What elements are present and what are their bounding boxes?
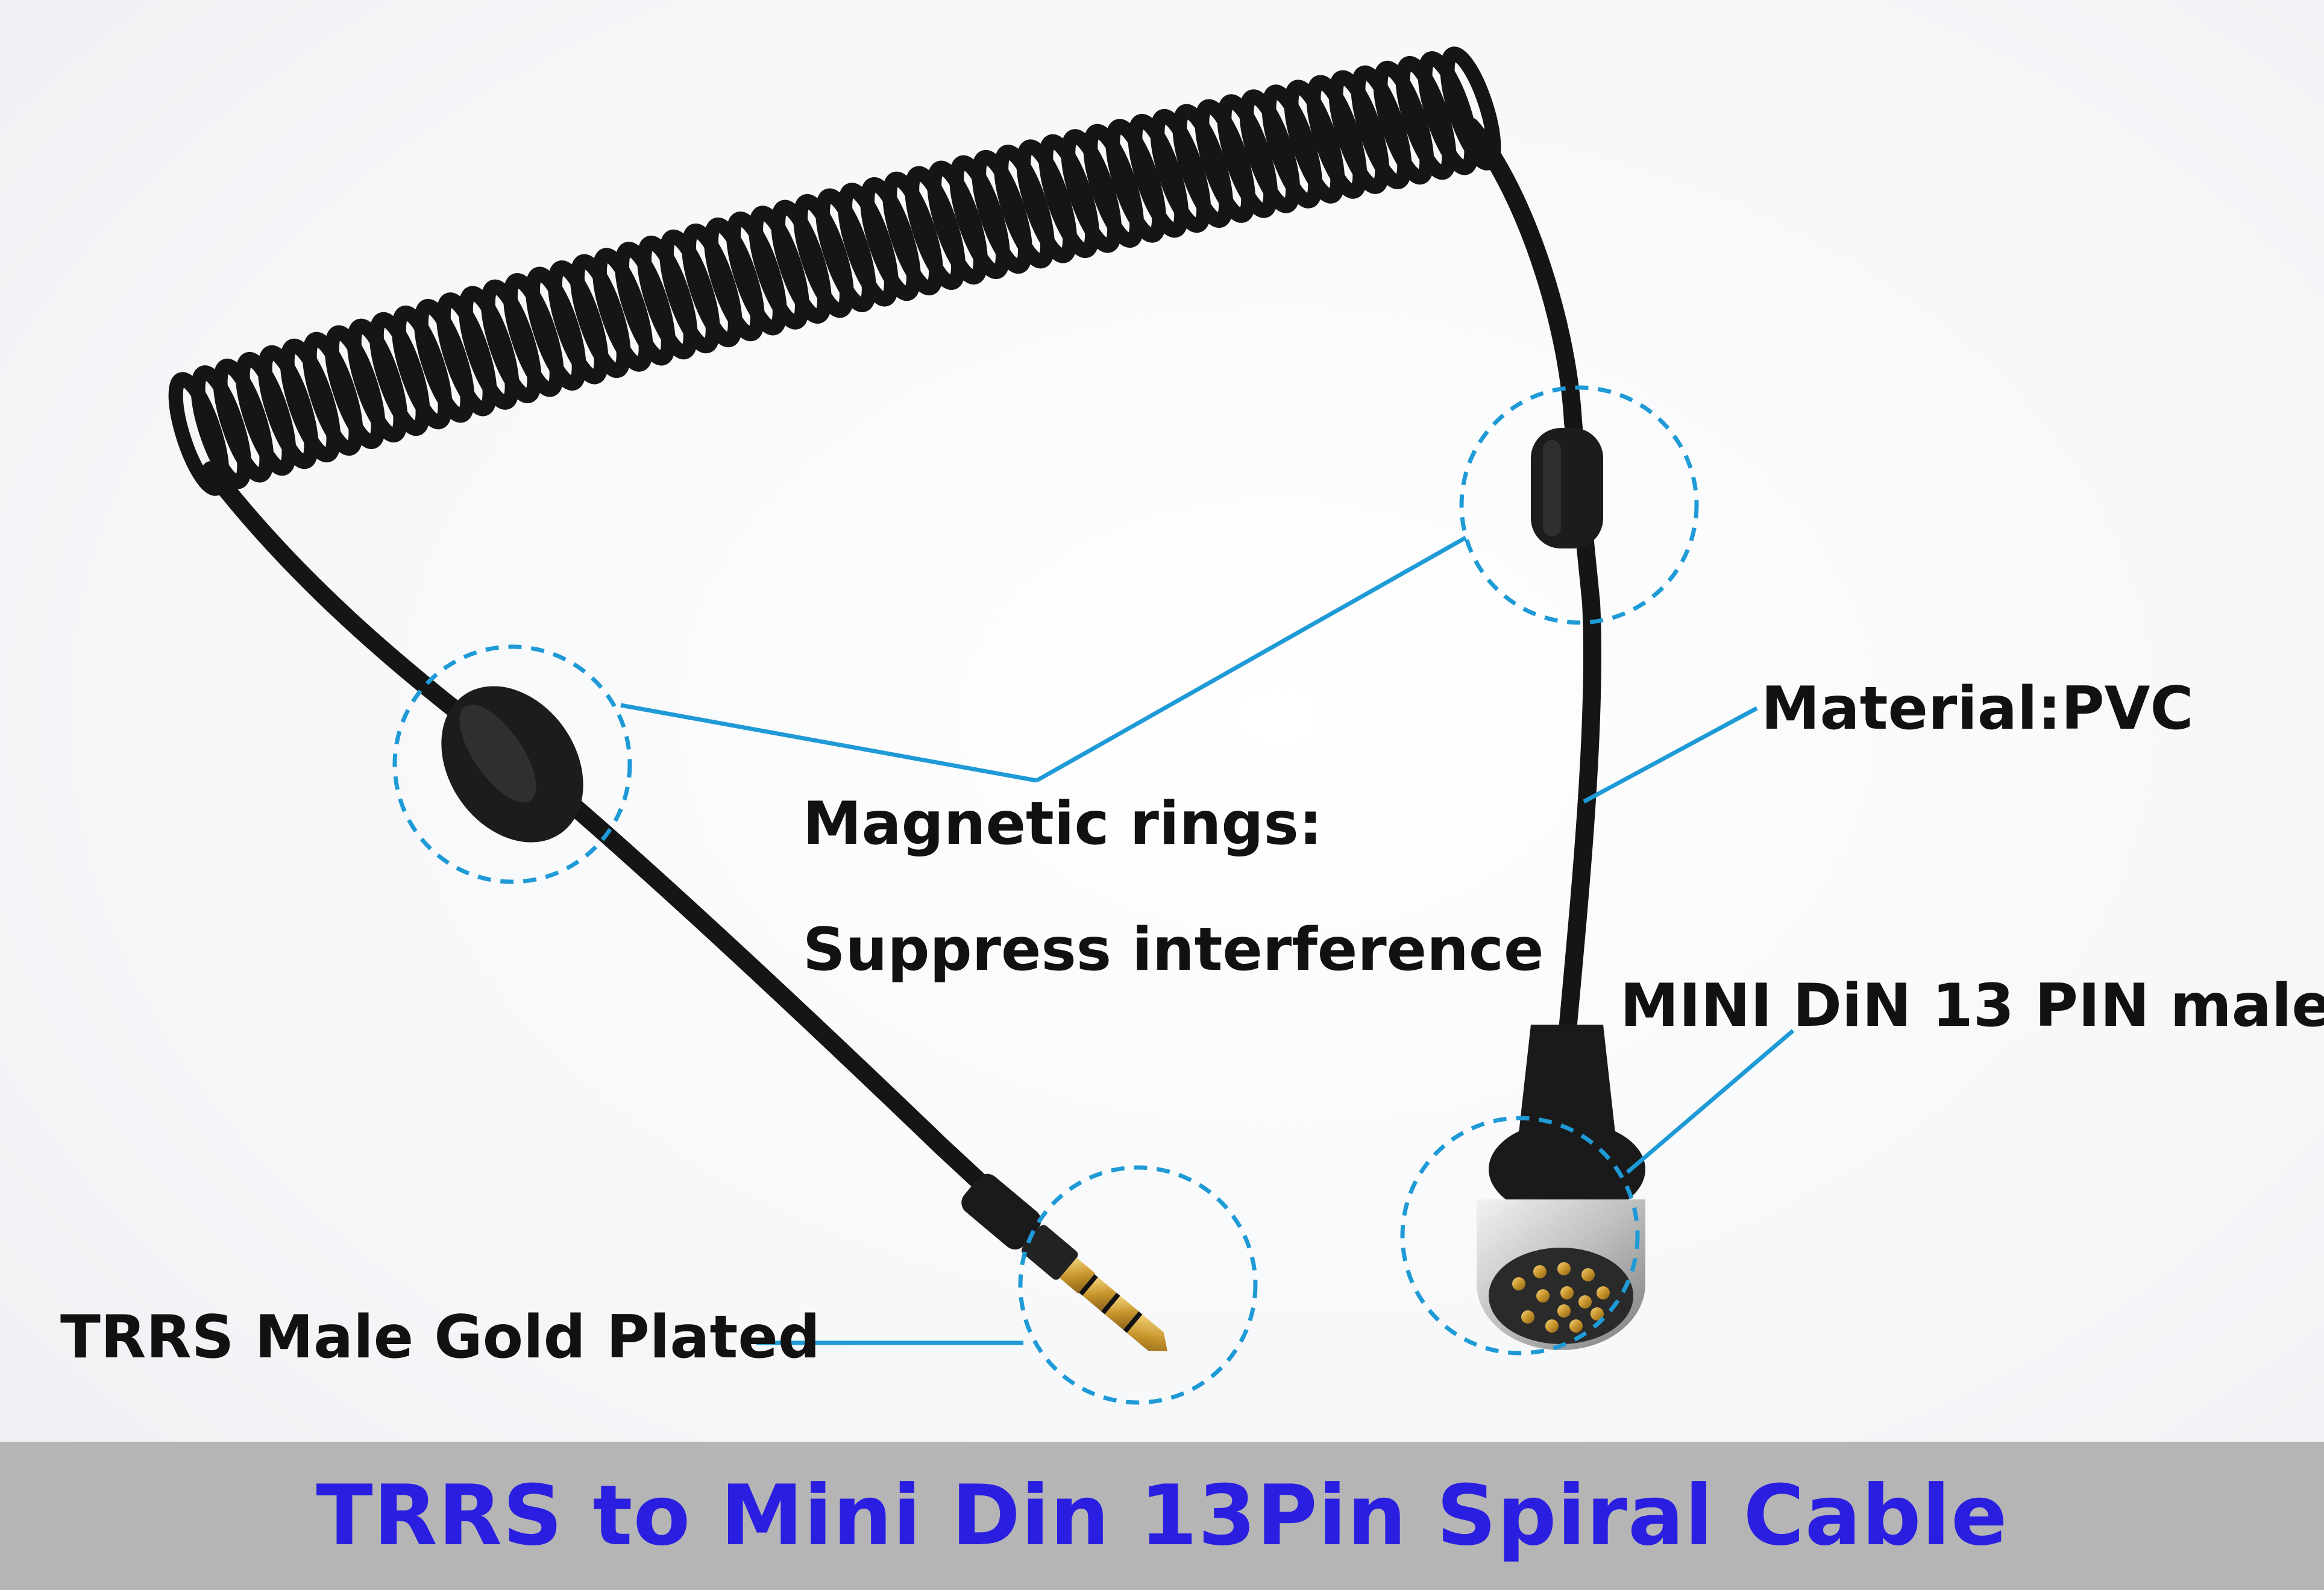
callout-circle-left-ring — [392, 644, 632, 884]
trrs-plug — [961, 1174, 1168, 1351]
suppress-interference-label: Suppress interference — [803, 916, 1544, 984]
footer-band: TRRS to Mini Din 13Pin Spiral Cable — [0, 1442, 2324, 1590]
spiral-coil — [168, 46, 1501, 496]
footer-title: TRRS to Mini Din 13Pin Spiral Cable — [316, 1467, 2008, 1564]
leader-line-mini-din — [1625, 1029, 1795, 1174]
leader-line-material — [1583, 706, 1758, 804]
mini-din-label: MINI DiN 13 PIN male — [1620, 972, 2324, 1040]
callout-circle-right-ring — [1459, 385, 1699, 625]
mini-din-connector — [1477, 1025, 1645, 1350]
trrs-label: TRRS Male Gold Plated — [60, 1303, 820, 1372]
material-label: Material:PVC — [1761, 674, 2194, 743]
leader-line-left-ring — [620, 703, 1037, 783]
magnetic-rings-label: Magnetic rings: — [803, 790, 1323, 858]
left-ferrite-ring — [441, 686, 583, 843]
leader-line-right-ring — [1035, 535, 1467, 783]
right-ferrite-ring — [1531, 428, 1603, 548]
callout-circle-mini-din — [1400, 1116, 1640, 1356]
callout-circle-trrs — [1018, 1165, 1258, 1405]
right-cable — [1462, 118, 1601, 1046]
